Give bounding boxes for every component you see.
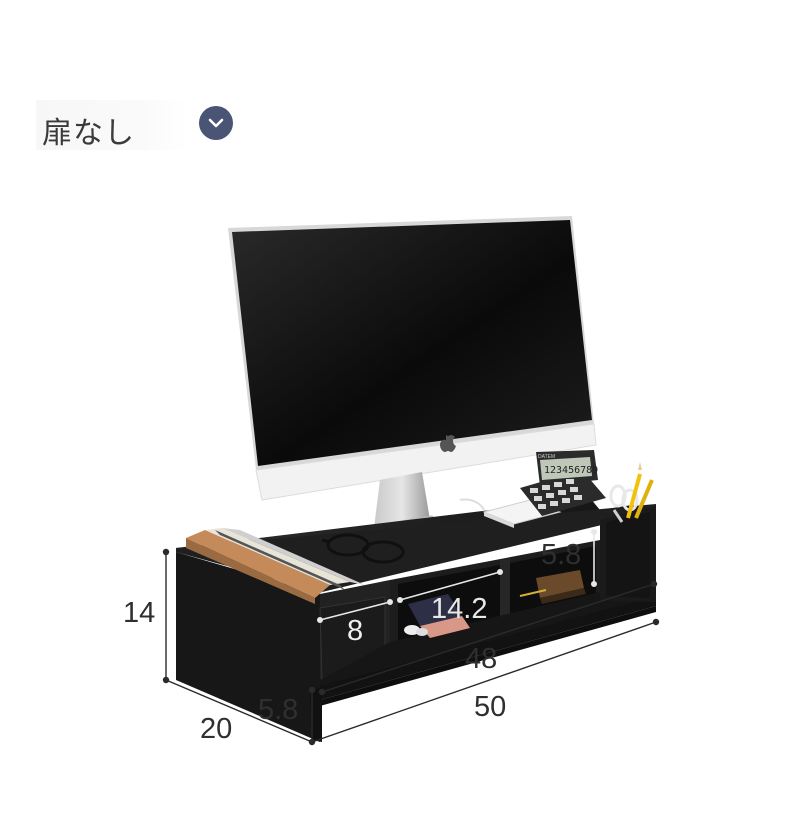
inner-dimension-lines	[317, 529, 597, 623]
chevron-down-icon	[208, 118, 224, 128]
dim-depth: 20	[200, 713, 233, 745]
option-title: 扉なし	[42, 116, 135, 151]
glasses	[321, 533, 405, 564]
dimension-lines	[162, 548, 660, 746]
shelf-items	[404, 570, 586, 638]
option-header	[36, 100, 188, 150]
dim-height-total: 14	[123, 597, 156, 629]
calculator: 123456789 DATEM	[520, 450, 606, 516]
calculator-display: 123456789	[544, 465, 598, 476]
stand-left-side	[176, 552, 320, 742]
books	[186, 528, 365, 604]
expand-toggle[interactable]	[199, 106, 233, 140]
dim-total-width: 50	[474, 691, 507, 723]
apple-logo-icon	[440, 435, 456, 452]
monitor	[228, 216, 597, 547]
calculator-brand: DATEM	[538, 454, 555, 460]
dim-inner-width: 48	[465, 643, 498, 675]
dim-upper-gap: 5.8	[541, 539, 582, 571]
dim-shelf-width: 14.2	[431, 593, 488, 625]
dim-drawer-height: 8	[347, 615, 364, 647]
dim-leg-height: 5.8	[258, 694, 299, 726]
scissors-and-pens	[609, 462, 654, 523]
